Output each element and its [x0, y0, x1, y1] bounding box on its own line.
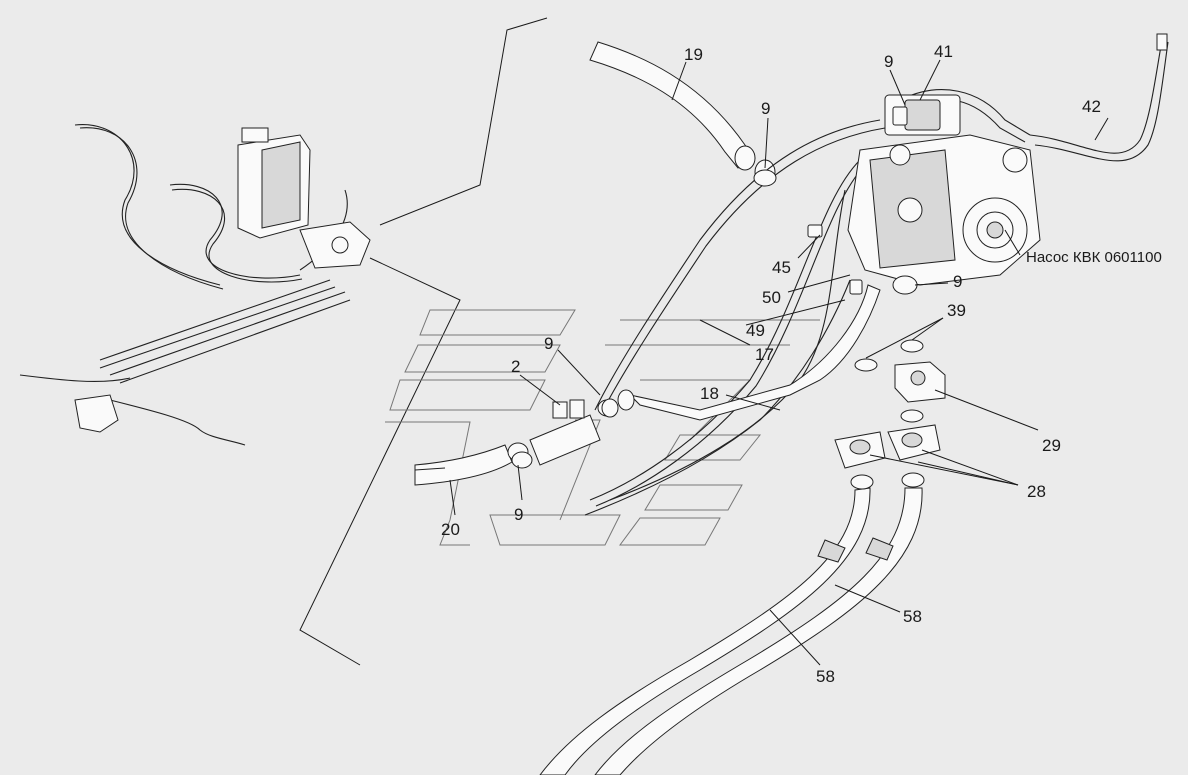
- callout-58: 58: [816, 667, 835, 686]
- callout-17: 17: [755, 345, 774, 364]
- callout-58: 58: [903, 607, 922, 626]
- fittings: [507, 106, 946, 469]
- overview-assembly: [19, 124, 371, 446]
- callout-49: 49: [746, 321, 765, 340]
- pump-label: Насос КВК 0601100: [1026, 249, 1162, 266]
- callout-50: 50: [762, 288, 781, 307]
- cutaway-lines: [299, 17, 548, 666]
- callout-19: 19: [684, 45, 703, 64]
- callout-9: 9: [544, 334, 553, 353]
- callout-labels: 19 9 9 41 42 Насос КВК 0601100 45 50 9 3…: [441, 42, 1162, 686]
- callout-9: 9: [761, 99, 770, 118]
- hose-lines: [414, 33, 1169, 775]
- leader-lines: [449, 59, 1109, 666]
- callout-2: 2: [511, 357, 520, 376]
- callout-9: 9: [514, 505, 523, 524]
- callout-9: 9: [884, 52, 893, 71]
- callout-20: 20: [441, 520, 460, 539]
- callout-18: 18: [700, 384, 719, 403]
- callout-41: 41: [934, 42, 953, 61]
- callout-29: 29: [1042, 436, 1061, 455]
- callout-42: 42: [1082, 97, 1101, 116]
- callout-28: 28: [1027, 482, 1046, 501]
- callout-45: 45: [772, 258, 791, 277]
- callout-39: 39: [947, 301, 966, 320]
- callout-9: 9: [953, 272, 962, 291]
